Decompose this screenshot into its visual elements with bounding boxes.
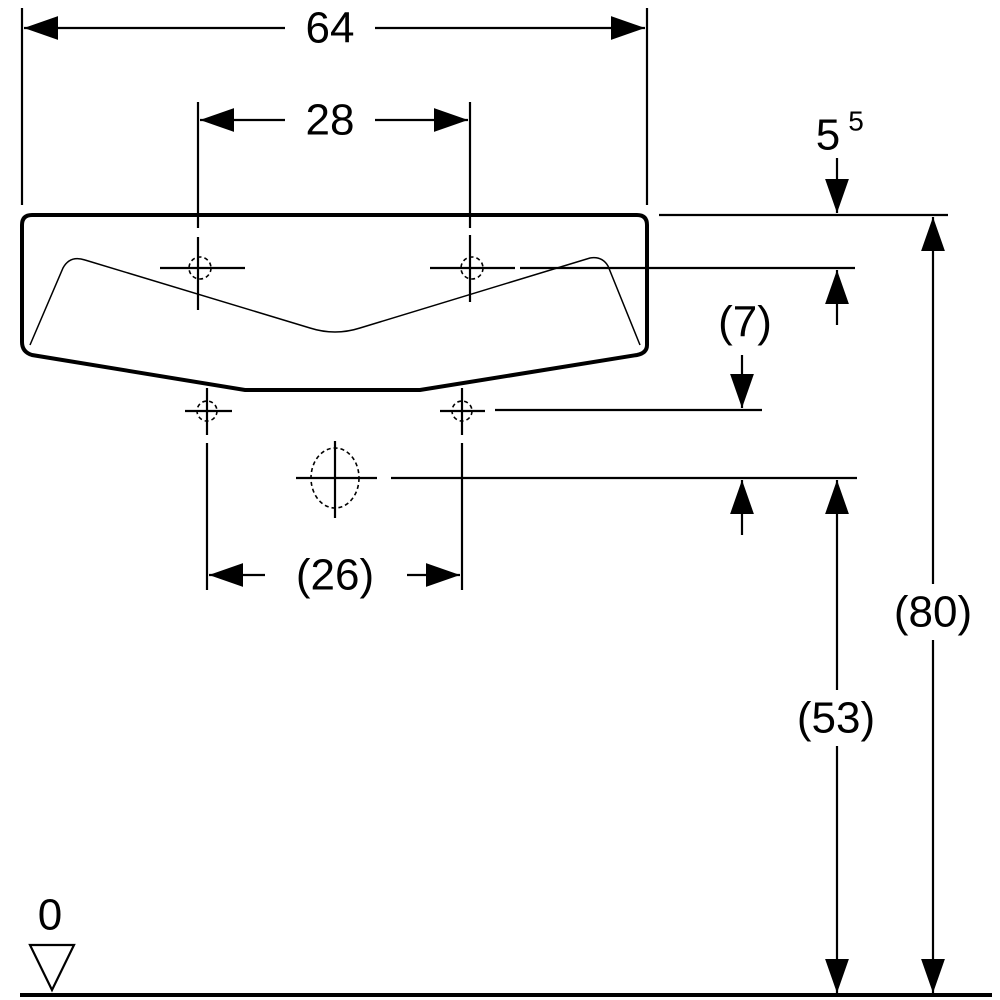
total-height-label: (80): [894, 588, 972, 637]
level-triangle-icon: [28, 943, 76, 993]
top-offset-dimension: 5 5: [659, 106, 948, 325]
washbasin-outline: [20, 213, 649, 392]
top-offset-superscript: 5: [848, 106, 864, 137]
floor-level: 0: [20, 891, 992, 997]
bracket-hole-left: [185, 388, 232, 590]
drain-offset-dimension: (7): [718, 298, 772, 535]
tap-hole-left: [160, 237, 245, 310]
bracket-hole-right: [440, 388, 762, 590]
drain-height-dimension: (53): [785, 480, 889, 993]
top-offset-label: 5: [816, 111, 840, 160]
tap-spacing-label: 28: [306, 96, 355, 145]
drain-outlet: [296, 441, 857, 518]
width-label: 64: [306, 4, 355, 53]
tap-spacing-dimension: 28: [196, 96, 472, 228]
bracket-spacing-label: (26): [296, 551, 374, 600]
drain-height-label: (53): [797, 694, 875, 743]
total-height-dimension: (80): [880, 217, 984, 993]
width-dimension: 64: [20, 4, 649, 205]
drain-offset-label: (7): [718, 298, 772, 347]
bracket-spacing-dimension: (26): [209, 551, 460, 600]
tap-hole-right: [430, 235, 855, 302]
floor-level-label: 0: [38, 891, 62, 940]
